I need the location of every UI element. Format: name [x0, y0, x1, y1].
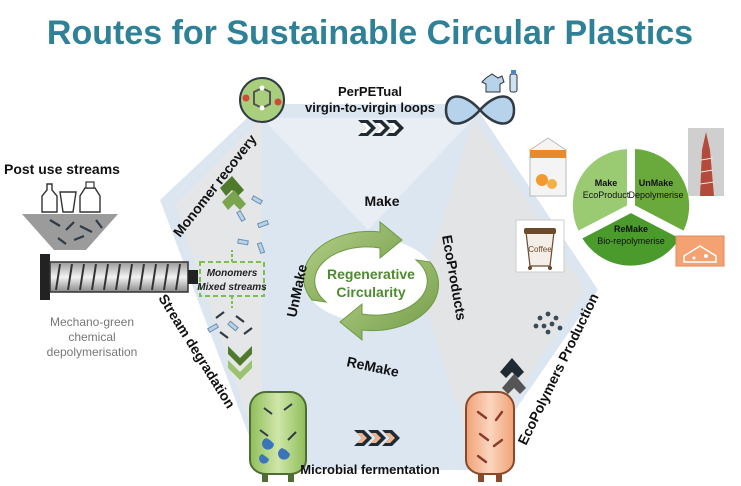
- regenerative-label: Regenerative: [327, 266, 415, 282]
- bottle-icons: [41, 181, 101, 213]
- top-chevrons-inner: [361, 123, 399, 133]
- microbial-fermentation-label: Microbial fermentation: [300, 462, 439, 477]
- coffee-label: Coffee: [528, 245, 552, 254]
- circularity-label: Circularity: [336, 284, 405, 300]
- cycle-pie-chart: [570, 146, 692, 268]
- virgin-loops-label: virgin-to-virgin loops: [305, 100, 435, 115]
- green-fermenter-icon: [249, 391, 307, 482]
- coffee-cup-icon: [515, 219, 565, 273]
- pie-remake-label: ReMake: [614, 224, 648, 234]
- monomers-label: Monomers: [207, 268, 258, 279]
- mechano-label-line2: chemical: [68, 330, 115, 344]
- make-label: Make: [364, 193, 399, 209]
- mixed-streams-label: Mixed streams: [197, 282, 267, 293]
- page-title: Routes for Sustainable Circular Plastics: [47, 14, 693, 52]
- monomer-rods: [236, 195, 270, 255]
- ecopolymers-up-chevrons-icon: [500, 358, 526, 394]
- tower-image: [688, 128, 724, 196]
- inner-wedge-top: [262, 118, 474, 230]
- plastic-fragments: [49, 219, 103, 245]
- mixed-stream-rods: [215, 311, 253, 339]
- orange-fermenter-icon: [465, 391, 515, 482]
- mechano-label-line3: depolymerisation: [47, 345, 138, 359]
- stream-down-chevrons-icon: [228, 346, 252, 380]
- juice-carton-icon: [529, 137, 567, 197]
- pie-unmake-label: UnMake: [639, 178, 674, 188]
- extruder-screw-icon: [40, 254, 198, 300]
- pie-make-label: Make: [595, 178, 618, 188]
- pie-segment-unmake: [633, 146, 692, 234]
- pie-biorepolymerise-label: Bio-repolymerise: [597, 236, 665, 246]
- pie-ecoproduct-label: EcoProduct: [583, 190, 630, 200]
- post-use-label: Post use streams: [4, 161, 120, 177]
- polymer-pellets: [533, 311, 563, 335]
- inner-wedge-right: [420, 118, 585, 460]
- cheese-icon: [675, 235, 725, 267]
- pie-segment-make: [570, 146, 629, 234]
- infinity-loop-icon: [444, 95, 516, 125]
- pie-depolymerise-label: Depolymerise: [628, 190, 683, 200]
- monomer-up-chevrons-icon: [220, 176, 246, 210]
- regenerative-ring-icon: [302, 220, 440, 342]
- mechano-label-line1: Mechano-green: [50, 315, 134, 329]
- monomer-molecule-icon: [239, 77, 285, 123]
- tshirt-bottle-icon: [481, 70, 518, 93]
- perpetual-label: PerPETual: [338, 84, 402, 99]
- hopper-funnel: [22, 214, 118, 250]
